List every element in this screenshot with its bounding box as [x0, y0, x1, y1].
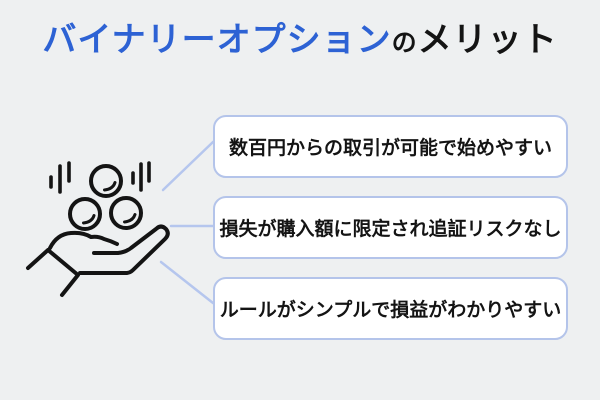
page-title: バイナリーオプションのメリット [0, 21, 600, 59]
benefit-box-2: 損失が購入額に限定され追証リスクなし [213, 196, 568, 259]
benefit-box-3: ルールがシンプルで損益がわかりやすい [213, 277, 568, 340]
benefit-label-1: 数百円からの取引が可能で始めやすい [228, 138, 552, 159]
benefit-label-2: 損失が購入額に限定され追証リスクなし [219, 219, 562, 240]
benefit-box-1: 数百円からの取引が可能で始めやすい [213, 115, 568, 178]
title-rest: メリット [417, 21, 558, 59]
connector-line-bottom [159, 260, 215, 305]
open-hand-icon [26, 224, 170, 297]
coins-icon [68, 164, 143, 231]
title-particle: の [391, 29, 418, 57]
title-highlight: バイナリーオプション [42, 21, 392, 59]
benefit-label-3: ルールがシンプルで損益がわかりやすい [219, 300, 562, 321]
motion-lines-icon [49, 161, 151, 194]
connector-lines [159, 140, 215, 305]
connector-line-top [161, 140, 215, 192]
